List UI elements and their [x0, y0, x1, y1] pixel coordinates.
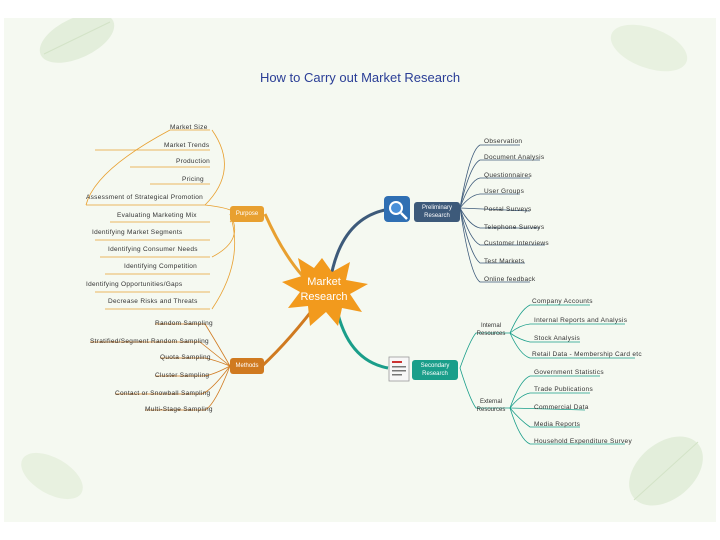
purpose-item: Assessment of Strategical Promotion — [86, 194, 204, 201]
methods-pill: Methods — [230, 358, 264, 374]
methods-item: Multi-Stage Sampling — [145, 406, 213, 413]
mindmap-canvas — [4, 18, 716, 522]
internal-resources-label: Internal Resources — [476, 323, 506, 337]
external-item: Government Statistics — [534, 369, 604, 376]
page-title: How to Carry out Market Research — [259, 70, 461, 85]
leaf-decoration-br — [616, 426, 716, 521]
methods-item: Contact or Snowball Sampling — [115, 390, 211, 397]
internal-item: Retail Data - Membership Card etc — [532, 351, 642, 358]
methods-item: Cluster Sampling — [155, 372, 210, 379]
primary-item: User Groups — [484, 188, 525, 195]
primary-item: Test Markets — [484, 258, 525, 265]
external-resources-label: External Resources — [476, 399, 506, 413]
methods-item: Stratified/Segment Random Sampling — [90, 338, 209, 345]
center-topic: Market Research — [300, 276, 348, 303]
center-star — [282, 258, 368, 326]
purpose-item: Identifying Competition — [124, 263, 198, 270]
document-icon — [388, 356, 410, 387]
primary-item: Observation — [484, 138, 523, 145]
internal-item: Company Accounts — [532, 298, 593, 305]
purpose-item: Pricing — [182, 176, 204, 183]
leaf-decoration-tr — [604, 20, 694, 85]
leaf-decoration-tl — [32, 18, 122, 75]
primary-item: Telephone Surveys — [484, 224, 545, 231]
purpose-item: Decrease Risks and Threats — [108, 298, 198, 305]
methods-label: Methods — [235, 363, 259, 369]
internal-item: Stock Analysis — [534, 335, 581, 342]
methods-item: Random Sampling — [155, 320, 213, 327]
purpose-item: Identifying Market Segments — [92, 229, 183, 236]
primary-item: Questionnaires — [484, 172, 532, 179]
secondary-research-label: Secondary Research — [412, 360, 458, 380]
internal-item: Internal Reports and Analysis — [534, 317, 628, 324]
purpose-item: Identifying Consumer Needs — [108, 246, 198, 253]
external-item: Trade Publications — [534, 386, 593, 393]
primary-item: Customer Interviews — [484, 240, 549, 247]
external-item: Commercial Data — [534, 404, 589, 411]
leaf-decoration-bl — [12, 446, 92, 511]
primary-item: Online feedback — [484, 276, 536, 283]
primary-item: Document Analysis — [484, 154, 545, 161]
purpose-label: Purpose — [235, 211, 259, 217]
purpose-item: Market Size — [170, 124, 208, 131]
purpose-item: Identifying Opportunities/Gaps — [86, 281, 183, 288]
purpose-pill: Purpose — [230, 206, 264, 222]
external-item: Household Expenditure Survey — [534, 438, 633, 445]
external-item: Media Reports — [534, 421, 581, 428]
globe-search-icon — [384, 196, 410, 227]
purpose-item: Production — [176, 158, 211, 165]
primary-item: Postal Surveys — [484, 206, 532, 213]
purpose-item: Evaluating Marketing Mix — [117, 212, 197, 219]
purpose-item: Market Trends — [164, 142, 210, 149]
methods-item: Quota Sampling — [160, 354, 211, 361]
primary-research-label: Preliminary Research — [414, 202, 460, 222]
